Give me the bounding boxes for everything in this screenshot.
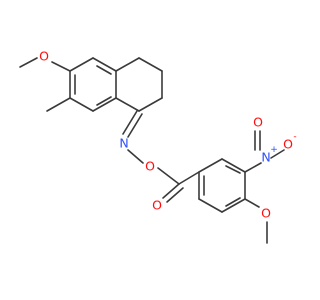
bond-methyl-o-top (19, 57, 38, 68)
bond-ring-a6 (69, 57, 94, 72)
bond-o-ring-top (51, 61, 71, 72)
bond-ring-c1 (198, 158, 223, 173)
charge-n-nitro: + (270, 145, 278, 155)
bond-ring-a-inner3 (96, 65, 112, 75)
bond-ring-c5 (198, 198, 223, 213)
bond-n-o (127, 149, 144, 164)
bond-ring-nitro (244, 162, 262, 173)
charge-o-nitro-right: - (293, 132, 296, 142)
bond-ring-a3 (92, 97, 117, 112)
bond-ring-b2 (138, 57, 163, 72)
bond-ring-c4 (221, 198, 246, 213)
bond-ring-c2 (221, 158, 246, 173)
bond-c-o-double-b (166, 187, 184, 203)
atom-n-nitro: N (261, 150, 270, 165)
atom-labels: O N O O N + O O - O (39, 49, 297, 221)
bond-ring-o-bottom (244, 198, 260, 208)
atom-n-oxime: N (119, 136, 128, 151)
molecule-structure-diagram: O N O O N + O O - O (19, 49, 297, 244)
bonds (19, 57, 285, 244)
atom-o-nitro-left: O (253, 115, 263, 130)
bond-ring-b5 (115, 97, 140, 112)
bond-c-n-double-b (127, 113, 143, 138)
bond-ring-c-inner2 (225, 197, 241, 207)
atom-o-nitro-right: O (283, 137, 293, 152)
bond-ring-a5 (92, 57, 117, 72)
atom-o-carbonyl: O (152, 198, 162, 213)
bond-nitro-o-right (270, 149, 285, 159)
atom-o-oxime: O (145, 159, 155, 174)
bond-c-o-double-a (162, 183, 180, 199)
bond-ring-b1 (115, 57, 140, 72)
bond-ring-b4 (138, 97, 163, 112)
atom-o-methoxy-top: O (39, 49, 49, 64)
atom-o-methoxy-bottom: O (261, 206, 271, 221)
bond-ring-a2 (69, 97, 94, 112)
bond-carbonyl-ring (178, 171, 200, 185)
bond-methyl-ring (46, 97, 71, 112)
bond-ring-a-inner2 (96, 96, 112, 106)
bond-c-n-double-a (122, 110, 138, 135)
bond-ring-c-inner3 (225, 165, 241, 174)
bond-o-carbonyl-c (157, 167, 180, 185)
